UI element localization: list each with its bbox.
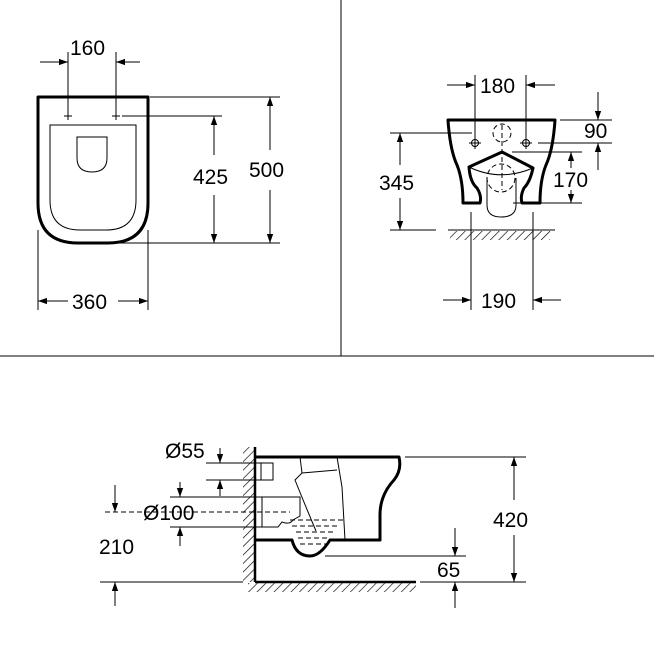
dim-190-label: 190 [481, 290, 516, 313]
side-view: Ø55 Ø100 210 420 65 [99, 440, 528, 608]
toilet-outline-top [36, 95, 150, 245]
inlet-connector [260, 462, 274, 481]
lid-hinge-outline [76, 136, 108, 173]
wall-hatch [243, 447, 255, 582]
dim-345-label: 345 [379, 172, 414, 195]
rear-fixing-hole-marks [469, 137, 532, 149]
top-view: 160 425 500 360 [36, 37, 284, 314]
dim-360-label: 360 [72, 291, 107, 314]
inlet-hole-dashed [492, 123, 512, 143]
dim-170-label: 170 [553, 169, 588, 192]
toilet-outline-side [255, 455, 402, 558]
water-lines [290, 519, 343, 545]
outlet-hole-dashed [486, 163, 516, 193]
dim-65-label: 65 [437, 559, 460, 582]
fixing-hole-marks [64, 112, 120, 120]
floor-hatch-side [248, 583, 416, 592]
dim-inlet-diameter-label: Ø55 [165, 440, 205, 463]
dim-420-label: 420 [493, 509, 528, 532]
dim-425-label: 425 [193, 166, 228, 189]
dim-160-label: 160 [70, 37, 105, 60]
bowl-trap [294, 456, 346, 541]
dim-210-label: 210 [99, 536, 134, 559]
dim-500-label: 500 [249, 159, 284, 182]
dim-90-label: 90 [584, 120, 607, 143]
outlet-lobe [486, 178, 517, 218]
floor-hatch-rear [450, 231, 550, 240]
toilet-outline-rear [446, 118, 557, 205]
rear-view: 180 90 170 345 190 [379, 75, 612, 313]
dim-180-label: 180 [480, 75, 515, 98]
outlet-pipe [261, 496, 301, 528]
dim-outlet-diameter-label: Ø100 [143, 502, 194, 525]
seat-outline [49, 124, 137, 231]
